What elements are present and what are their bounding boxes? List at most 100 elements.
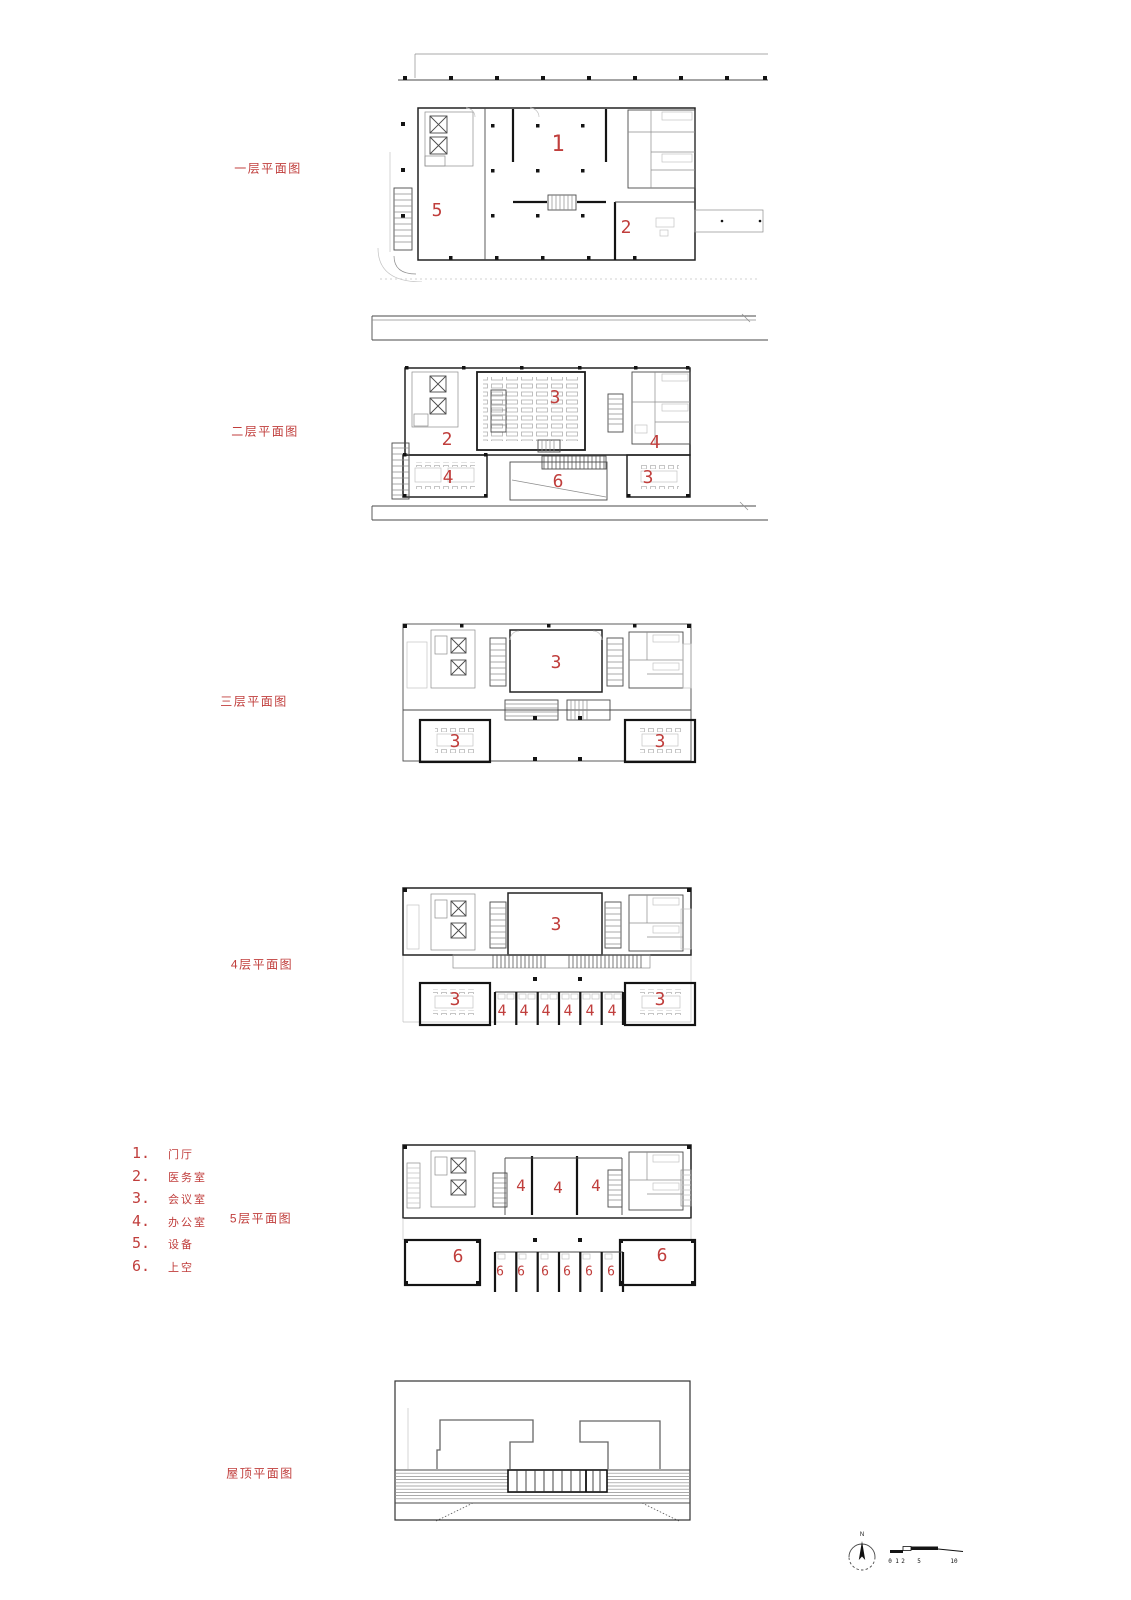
elevator-core [411,371,459,428]
room-number: 3 [449,989,461,1010]
floor-plan-4: 3 3 4 4 4 4 4 4 3 [395,865,705,1027]
room-number: 4 [497,1001,507,1020]
site-band-bottom [371,501,768,521]
room-number: 6 [552,471,564,492]
exterior-stair [377,152,423,282]
legend-item: 1. 门厅 [132,1144,207,1167]
stair-left [490,389,507,433]
room-number: 6 [541,1264,549,1280]
meeting-room-right [623,981,697,1027]
balcony-left [406,904,420,950]
floor-title-4: 4层平面图 [230,957,294,972]
floor-plan-5: 4 4 4 6 6 6 6 6 6 6 6 [395,1120,705,1292]
door-swings [465,107,540,118]
room-number: 4 [516,1176,526,1195]
room-number: 6 [607,1264,615,1280]
room-number: 4 [563,1001,573,1020]
scale-bar [890,1546,964,1553]
floor-plan-1-drawing [377,53,768,282]
room-number: 4 [591,1176,601,1195]
stair-right [607,393,624,433]
legend-number: 1. [132,1144,151,1162]
columns [403,1145,691,1242]
room-number: 2 [620,217,632,238]
parapet-left [436,1419,534,1469]
legend-item: 6. 上空 [132,1257,207,1280]
office-walls [504,1156,623,1215]
roof-terrace-room-left [403,1238,482,1287]
office-cells [493,991,625,1025]
toilet-core [628,894,684,952]
stair-left [489,901,507,949]
lower-rooms [402,454,691,501]
room-number: 4 [442,467,454,488]
floor-title-roof: 屋顶平面图 [226,1466,294,1481]
room-number: 3 [550,652,562,673]
north-label: N [859,1532,865,1538]
legend-text: 设备 [168,1239,194,1251]
floor-plan-3: 3 3 3 [395,608,705,768]
scale-tick: 2 [901,1558,905,1565]
elevator-core [430,893,476,951]
hall-walls [511,109,608,211]
legend-text: 上空 [168,1261,194,1274]
compass-and-scale: N 0 1 2 5 10 [835,1525,965,1585]
columns [403,366,690,498]
floor-title-5: 5层平面图 [229,1211,293,1226]
room-number: 3 [642,467,654,488]
meeting-room-left [418,718,492,764]
legend-number: 3. [132,1189,151,1207]
balcony-right [680,908,692,950]
stair-left [489,637,507,687]
site-canopy [398,53,768,81]
legend-text: 门厅 [168,1149,194,1161]
bridge-corridor [452,954,651,969]
room-legend: 1. 门厅 2. 医务室 3. 会议室 4. 办公室 5. 设备 6. 上空 [132,1144,207,1279]
service-rooms [627,109,696,189]
room-number: 4 [607,1001,617,1020]
room-number: 4 [541,1001,551,1020]
legend-number: 2. [132,1166,151,1185]
floor-plan-2-drawing [371,313,768,521]
room-number: 4 [553,1178,563,1197]
corridor-stairs [537,439,607,470]
elevator-core [430,1150,476,1208]
mid-stairs [504,699,611,721]
legend-text: 医务室 [168,1171,207,1184]
exterior-stair [391,442,410,500]
columns [403,624,691,761]
roof-outline [394,1380,691,1521]
room-number: 1 [551,132,565,157]
scale-tick: 10 [950,1558,958,1565]
balcony-right [682,643,692,689]
legend-text: 办公室 [168,1216,207,1229]
room-number: 6 [585,1264,593,1280]
roof-slope-lines [435,1502,680,1522]
balcony-right [680,1169,692,1207]
roof-plan-drawing [394,1380,691,1522]
building-outline [402,887,692,956]
room-number: 3 [549,387,561,408]
legend-number: 6. [132,1256,151,1275]
roof-terrace-room-right [618,1238,697,1287]
room-number: 3 [654,989,666,1010]
room-number: 6 [656,1245,668,1266]
site-band-top [371,313,768,341]
legend-item: 5. 设备 [132,1234,207,1257]
north-arrow-icon [848,1541,876,1571]
floor-plan-4-drawing [402,887,697,1027]
door-swings [509,630,603,641]
medical-room-walls [613,201,695,260]
room-number: 5 [431,200,443,221]
legend-number: 4. [132,1211,151,1230]
room-number: 4 [649,432,661,453]
scale-tick: 0 [888,1558,892,1565]
room-number: 6 [517,1264,525,1280]
stair-right [607,1169,623,1208]
compass-drawing [848,1541,964,1571]
columns [403,888,691,981]
legend-item: 2. 医务室 [132,1167,207,1190]
scale-tick: 5 [917,1558,921,1565]
toilet-core [628,1151,684,1211]
